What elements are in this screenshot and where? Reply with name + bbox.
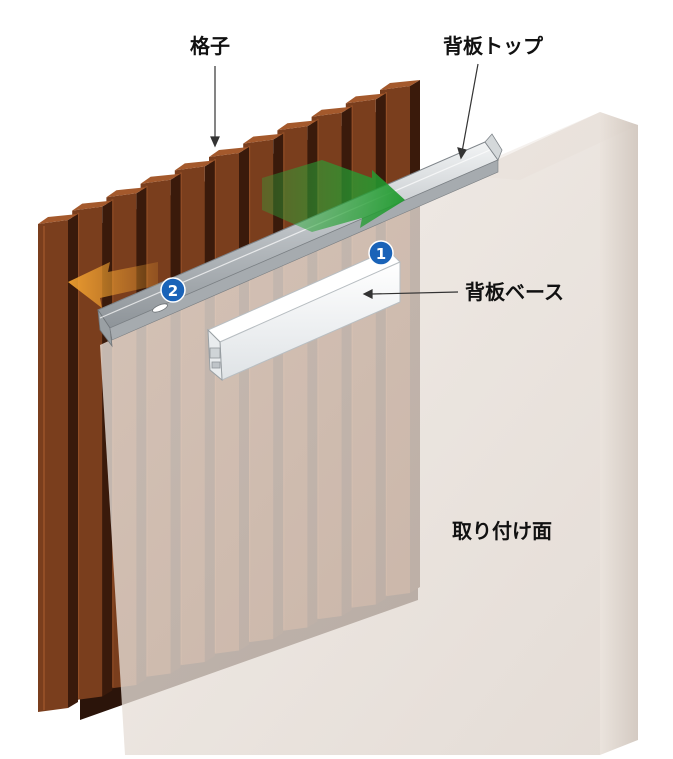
label-back-base: 背板ベース (465, 280, 564, 304)
label-lattice: 格子 (190, 34, 230, 58)
back-base-rail (207, 249, 401, 382)
slat-top-face (38, 214, 78, 224)
step2-number: 2 (168, 282, 178, 300)
back-base-leader-arrowhead (362, 289, 373, 299)
back-top-leader-line (461, 63, 479, 153)
slat-top-face (243, 133, 284, 144)
slat-top-face (106, 187, 147, 198)
lattice-leader-arrowhead (210, 136, 220, 148)
slat-front-face (38, 220, 68, 712)
back-base-leader-line (371, 291, 459, 295)
lattice-slat (38, 214, 78, 712)
slat-top-face (380, 80, 420, 90)
slat-top-face (72, 200, 113, 211)
step1-number: 1 (376, 245, 386, 263)
step2-badge: 2 (160, 277, 186, 303)
slat-top-face (174, 160, 215, 171)
mounting-wall (100, 112, 638, 755)
label-mounting-surface: 取り付け面 (452, 519, 552, 543)
slat-side-face (68, 214, 78, 708)
step1-arrow (262, 160, 405, 232)
slat-top-face (345, 93, 386, 104)
slat-top-face (311, 106, 352, 117)
label-back-top: 背板トップ (443, 34, 543, 58)
slat-top-face (209, 147, 249, 157)
slat-top-face (277, 120, 318, 131)
step1-badge: 1 (368, 240, 394, 266)
back-top-leader-arrowhead (457, 147, 467, 160)
slat-front-face (72, 206, 103, 701)
slat-top-face (140, 173, 181, 184)
step2-arrow (68, 262, 158, 308)
